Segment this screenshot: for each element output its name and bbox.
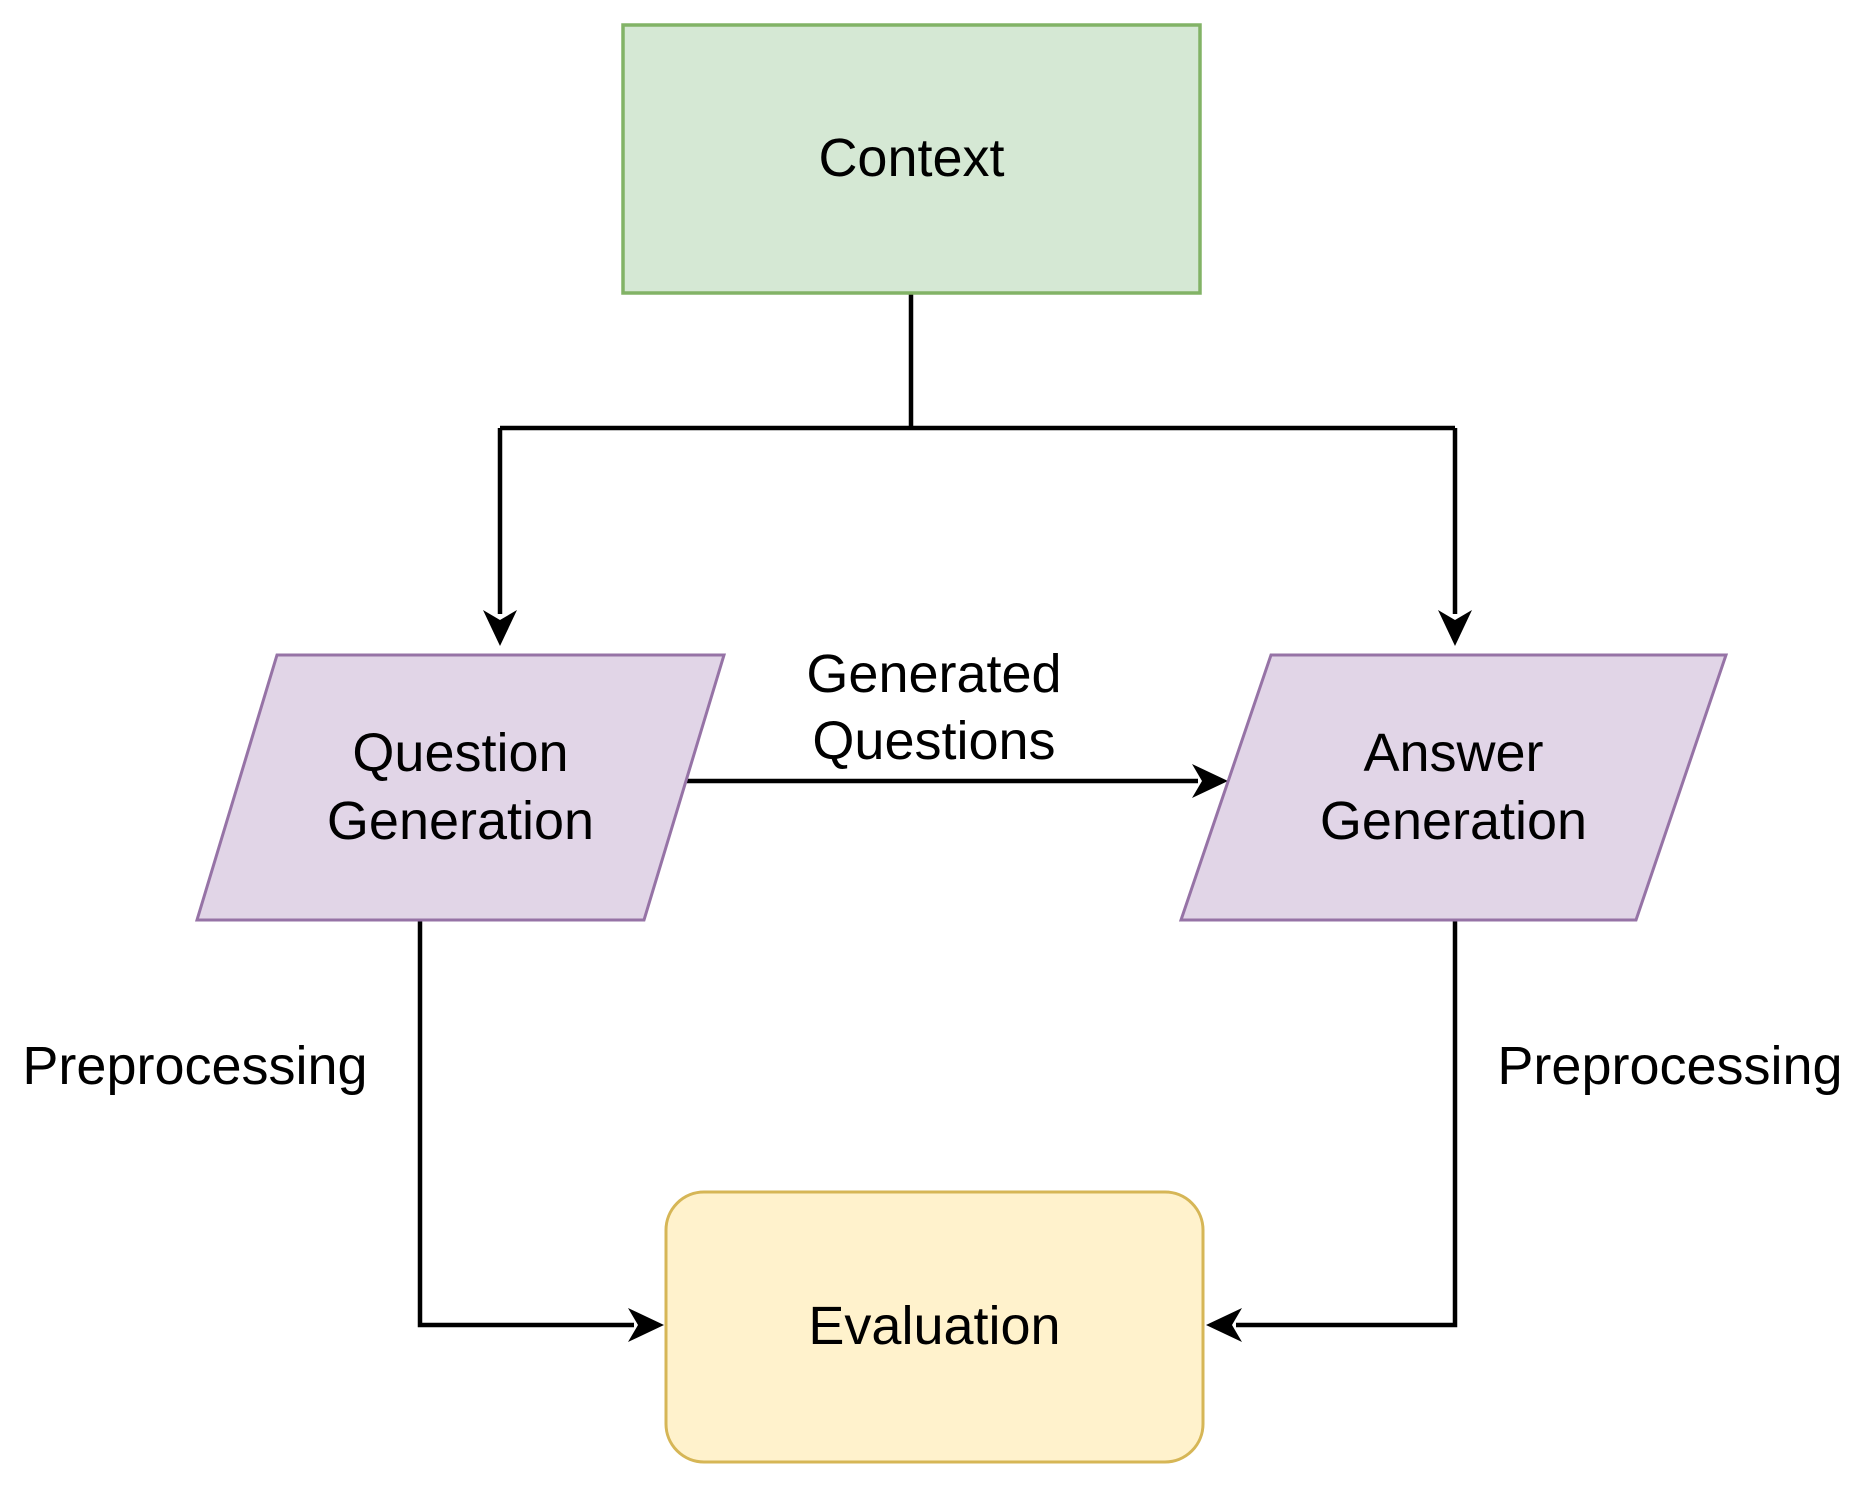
- preprocessing-right-label-text: Preprocessing: [1497, 1036, 1843, 1097]
- context-label-text: Context: [818, 128, 1005, 189]
- arrowhead-into-evaluation-right: [1206, 1308, 1242, 1342]
- preprocessing-left-edge-label: Preprocessing: [15, 1033, 375, 1101]
- question-generation-node: [194, 653, 727, 922]
- arrowhead-into-question-generation: [483, 610, 517, 646]
- edge-context-branch-line: [497, 293, 1458, 614]
- generated-questions-label-line2: Questions: [812, 711, 1056, 771]
- generated-questions-label-line1: Generated: [806, 643, 1062, 704]
- answer-generation-node: [1178, 653, 1729, 922]
- edge-preprocessing-right-line: [1236, 920, 1458, 1328]
- preprocessing-right-edge-label: Preprocessing: [1490, 1033, 1850, 1101]
- edge-preprocessing-left-line: [417, 920, 634, 1328]
- evaluation-node-label: Evaluation: [666, 1192, 1203, 1462]
- evaluation-node: [664, 1190, 1205, 1464]
- arrowhead-into-evaluation-left: [628, 1308, 664, 1342]
- preprocessing-left-label-text: Preprocessing: [22, 1036, 368, 1097]
- arrowhead-into-answer-generation-side: [1192, 764, 1228, 798]
- edge-preprocessing-left: [417, 920, 664, 1342]
- question-generation-node-label: Question Generation: [197, 655, 724, 920]
- answer-generation-label-line1: Answer: [1363, 723, 1544, 783]
- evaluation-label-text: Evaluation: [808, 1296, 1061, 1357]
- context-node-label: Context: [623, 25, 1200, 293]
- question-generation-label-line1: Question: [352, 723, 569, 783]
- context-node: [621, 23, 1202, 295]
- answer-generation-label-line2: Generation: [1319, 790, 1588, 851]
- edge-preprocessing-right: [1206, 920, 1458, 1342]
- arrowhead-into-answer-generation: [1438, 610, 1472, 646]
- generated-questions-edge-label: Generated Questions: [764, 638, 1104, 778]
- edge-context-branch: [483, 293, 1472, 646]
- answer-generation-node-label: Answer Generation: [1181, 655, 1726, 920]
- question-generation-label-line2: Generation: [326, 790, 595, 851]
- edge-generated-questions: [686, 764, 1228, 798]
